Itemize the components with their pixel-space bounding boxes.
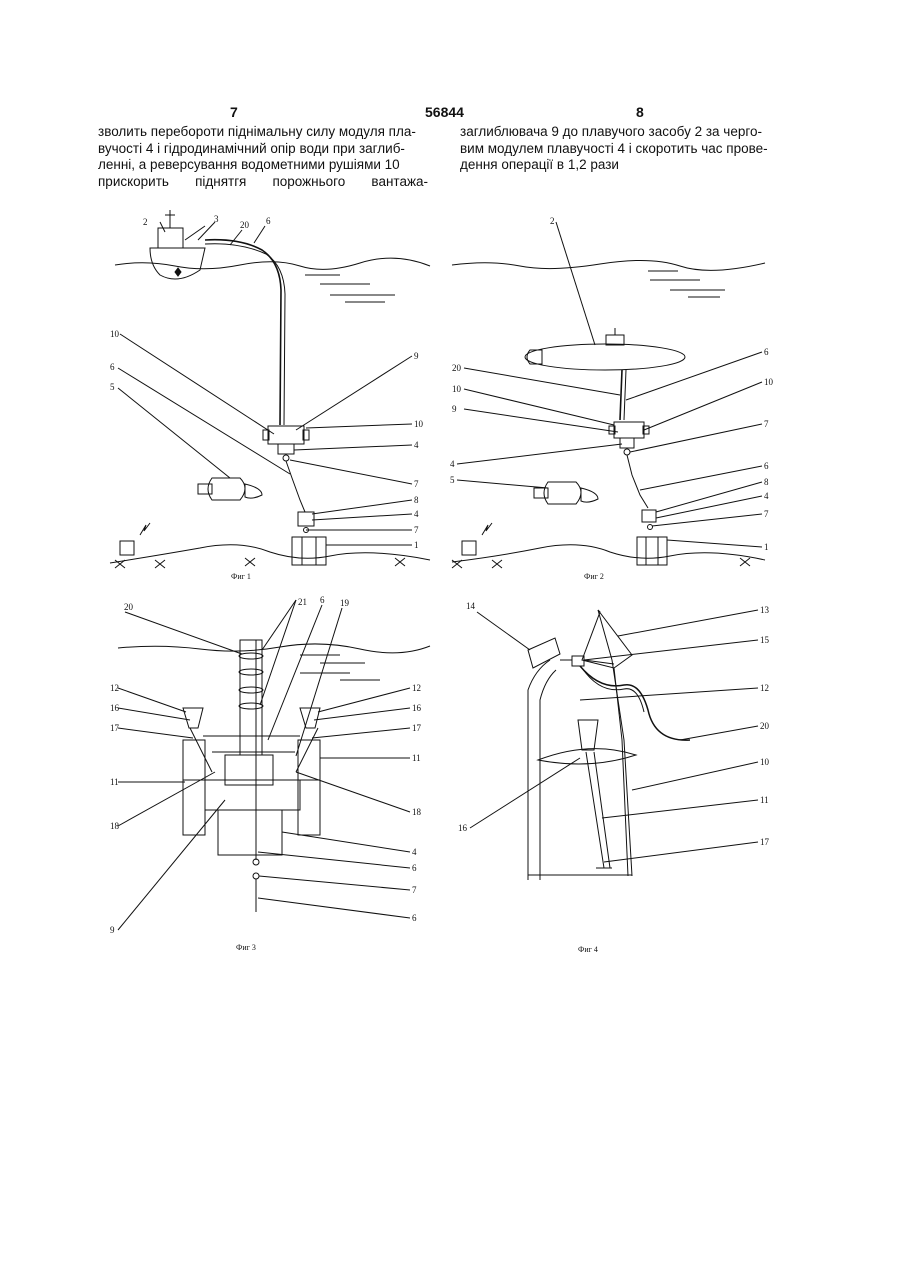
label: 1 (764, 542, 769, 552)
label: 7 (764, 419, 769, 429)
label: 12 (760, 683, 769, 693)
label: 9 (452, 404, 457, 414)
label: 18 (110, 821, 120, 831)
label: 4 (450, 459, 455, 469)
figure-caption: Фиг 1 (231, 572, 251, 581)
label: 7 (414, 525, 419, 535)
label: 11 (760, 795, 769, 805)
label: 1 (414, 540, 419, 550)
label: 6 (320, 595, 325, 605)
label: 4 (412, 847, 417, 857)
label: 18 (412, 807, 422, 817)
label: 12 (412, 683, 421, 693)
figure-caption: Фиг 2 (584, 572, 604, 581)
label: 2 (143, 217, 148, 227)
label: 20 (124, 602, 134, 612)
label: 14 (466, 601, 476, 611)
figure-caption: Фиг 3 (236, 943, 256, 952)
label: 17 (760, 837, 770, 847)
label: 8 (414, 495, 419, 505)
label: 10 (764, 377, 774, 387)
label: 6 (110, 362, 115, 372)
label: 12 (110, 683, 119, 693)
label: 4 (764, 491, 769, 501)
label: 6 (266, 216, 271, 226)
label: 7 (764, 509, 769, 519)
label: 15 (760, 635, 770, 645)
label: 21 (298, 597, 307, 607)
label: 10 (414, 419, 424, 429)
label: 6 (764, 461, 769, 471)
label: 3 (214, 214, 219, 224)
label: 16 (458, 823, 468, 833)
label: 6 (764, 347, 769, 357)
label: 19 (340, 598, 350, 608)
label: 20 (240, 220, 250, 230)
label: 8 (764, 477, 769, 487)
label: 7 (414, 479, 419, 489)
label: 17 (110, 723, 120, 733)
figure-caption: Фиг 4 (578, 945, 598, 954)
label: 11 (412, 753, 421, 763)
label: 6 (412, 913, 417, 923)
label: 10 (760, 757, 770, 767)
label: 4 (414, 440, 419, 450)
label: 9 (110, 925, 115, 935)
label: 11 (110, 777, 119, 787)
label: 17 (412, 723, 422, 733)
label: 13 (760, 605, 770, 615)
label: 16 (412, 703, 422, 713)
label: 6 (412, 863, 417, 873)
label: 20 (760, 721, 770, 731)
label: 20 (452, 363, 462, 373)
label: 2 (550, 216, 555, 226)
label: 7 (412, 885, 417, 895)
label: 10 (452, 384, 462, 394)
label: 16 (110, 703, 120, 713)
label: 5 (110, 382, 115, 392)
label: 5 (450, 475, 455, 485)
label: 4 (414, 509, 419, 519)
label: 9 (414, 351, 419, 361)
label: 10 (110, 329, 120, 339)
